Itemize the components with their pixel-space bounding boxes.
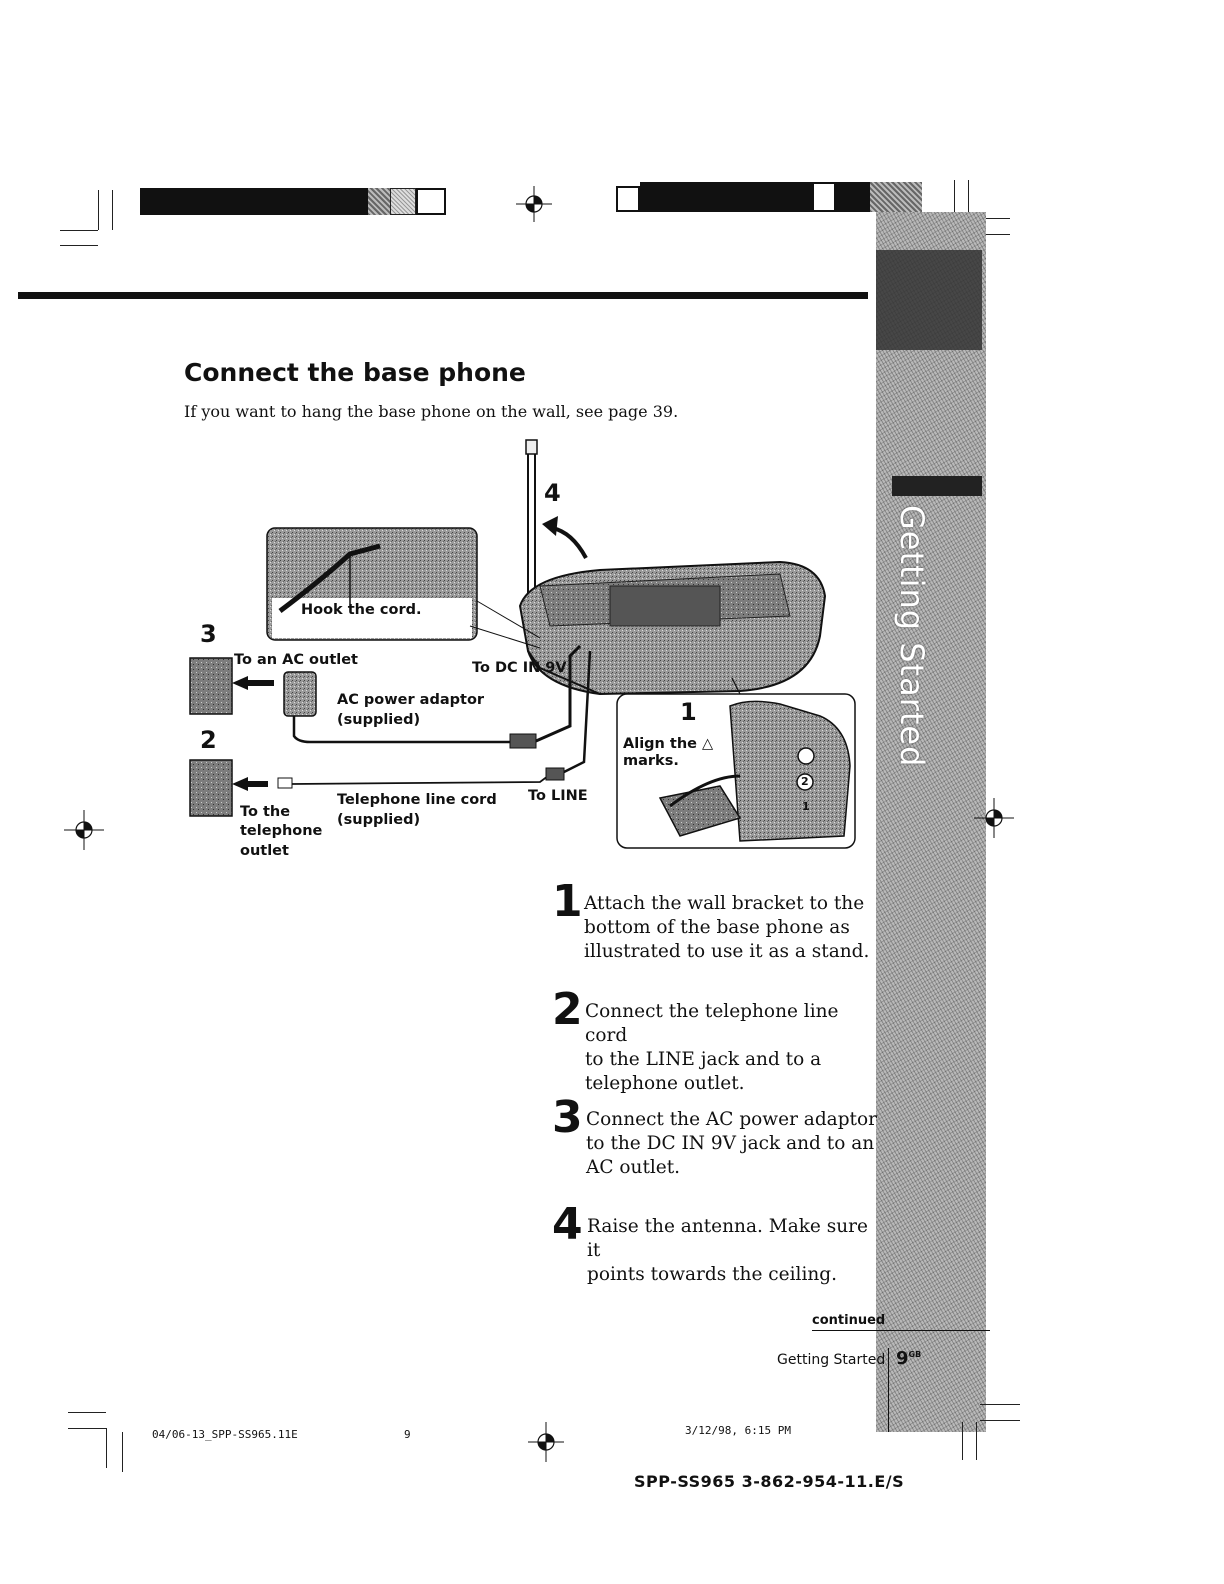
color-bar-right-gray — [870, 182, 922, 212]
color-bar-right-white — [616, 186, 640, 212]
color-bar-right-end — [836, 182, 870, 212]
label-ac-outlet: To an AC outlet — [234, 652, 358, 668]
footer-file-page: 9 — [404, 1428, 411, 1441]
label-step4: 4 — [544, 479, 561, 507]
step-4-line: points towards the ceiling. — [587, 1264, 837, 1285]
label-step2: 2 — [200, 726, 217, 754]
step-1-line: bottom of the base phone as — [584, 917, 850, 938]
label-line-cord-1: Telephone line cord — [337, 792, 497, 808]
heading-rule — [18, 292, 868, 299]
color-bar-left-white — [416, 188, 446, 215]
continued-rule — [812, 1330, 990, 1331]
step-3-line: AC outlet. — [586, 1157, 681, 1178]
label-align-2: marks. — [623, 753, 679, 769]
footer-model: SPP-SS965 3-862-954-11.E/S — [634, 1472, 905, 1491]
page-number-suffix: GB — [908, 1350, 922, 1359]
step-1-number: 1 — [552, 876, 583, 927]
color-bar-right-white2 — [812, 182, 836, 212]
label-adaptor-2: (supplied) — [337, 712, 421, 728]
color-bar-right — [640, 182, 812, 212]
page-number-value: 9 — [896, 1348, 909, 1369]
color-bar-left — [140, 188, 368, 215]
registration-mark-left — [64, 810, 104, 850]
label-line-cord-2: (supplied) — [337, 812, 421, 828]
label-tel-outlet-3: outlet — [240, 843, 289, 859]
footer-section: Getting Started — [777, 1352, 886, 1368]
step-2-number: 2 — [552, 984, 583, 1035]
crop-mark-bottom-left — [68, 1412, 138, 1472]
label-tel-outlet-1: To the — [240, 804, 291, 820]
label-circle-2: 2 — [801, 775, 809, 788]
section-tab-label: Getting Started — [893, 505, 931, 768]
registration-mark-bottom — [528, 1422, 564, 1462]
section-tab-highlight — [892, 476, 982, 496]
label-circle-1: 1 — [802, 800, 810, 813]
crop-mark-top-right — [950, 180, 1010, 240]
color-bar-left-light — [390, 188, 416, 215]
step-2-line: telephone outlet. — [585, 1073, 745, 1094]
label-to-line: To LINE — [528, 788, 588, 804]
registration-mark-top — [516, 186, 552, 222]
registration-mark-right — [974, 798, 1014, 838]
step-3-number: 3 — [552, 1092, 583, 1143]
intro-text: If you want to hang the base phone on th… — [184, 402, 679, 421]
connection-diagram — [189, 439, 856, 849]
step-3-line: to the DC IN 9V jack and to an — [586, 1133, 875, 1154]
step-1-line: Attach the wall bracket to the — [584, 893, 865, 914]
label-adaptor-1: AC power adaptor — [337, 692, 485, 708]
continued-label: continued — [812, 1313, 886, 1328]
step-4-number: 4 — [552, 1199, 583, 1250]
label-step3: 3 — [200, 620, 217, 648]
label-step1: 1 — [680, 698, 697, 726]
label-dc-in: To DC IN 9V — [472, 660, 567, 676]
step-1-text: Attach the wall bracket to the bottom of… — [584, 892, 884, 964]
section-tab — [876, 212, 986, 1432]
label-align-1: Align the △ — [623, 736, 714, 752]
label-hook-cord: Hook the cord. — [301, 602, 422, 618]
label-tel-outlet-2: telephone — [240, 823, 323, 839]
color-bar-left-gray — [368, 188, 390, 215]
step-1-line: illustrated to use it as a stand. — [584, 941, 870, 962]
page-title: Connect the base phone — [184, 358, 526, 387]
footer-divider — [888, 1348, 889, 1432]
step-3-line: Connect the AC power adaptor — [586, 1109, 877, 1130]
step-2-line: Connect the telephone line cord — [585, 1001, 839, 1046]
step-4-line: Raise the antenna. Make sure it — [587, 1216, 868, 1261]
step-3-text: Connect the AC power adaptor to the DC I… — [586, 1108, 886, 1180]
footer-timestamp: 3/12/98, 6:15 PM — [685, 1424, 791, 1437]
page-number: 9GB — [896, 1348, 921, 1369]
step-2-line: to the LINE jack and to a — [585, 1049, 822, 1070]
section-tab-dark — [876, 250, 982, 350]
step-4-text: Raise the antenna. Make sure it points t… — [587, 1215, 887, 1287]
footer-file: 04/06-13_SPP-SS965.11E — [152, 1428, 298, 1441]
crop-mark-bottom-right — [960, 1400, 1020, 1462]
crop-mark-top-left — [60, 190, 113, 250]
step-2-text: Connect the telephone line cord to the L… — [585, 1000, 885, 1096]
